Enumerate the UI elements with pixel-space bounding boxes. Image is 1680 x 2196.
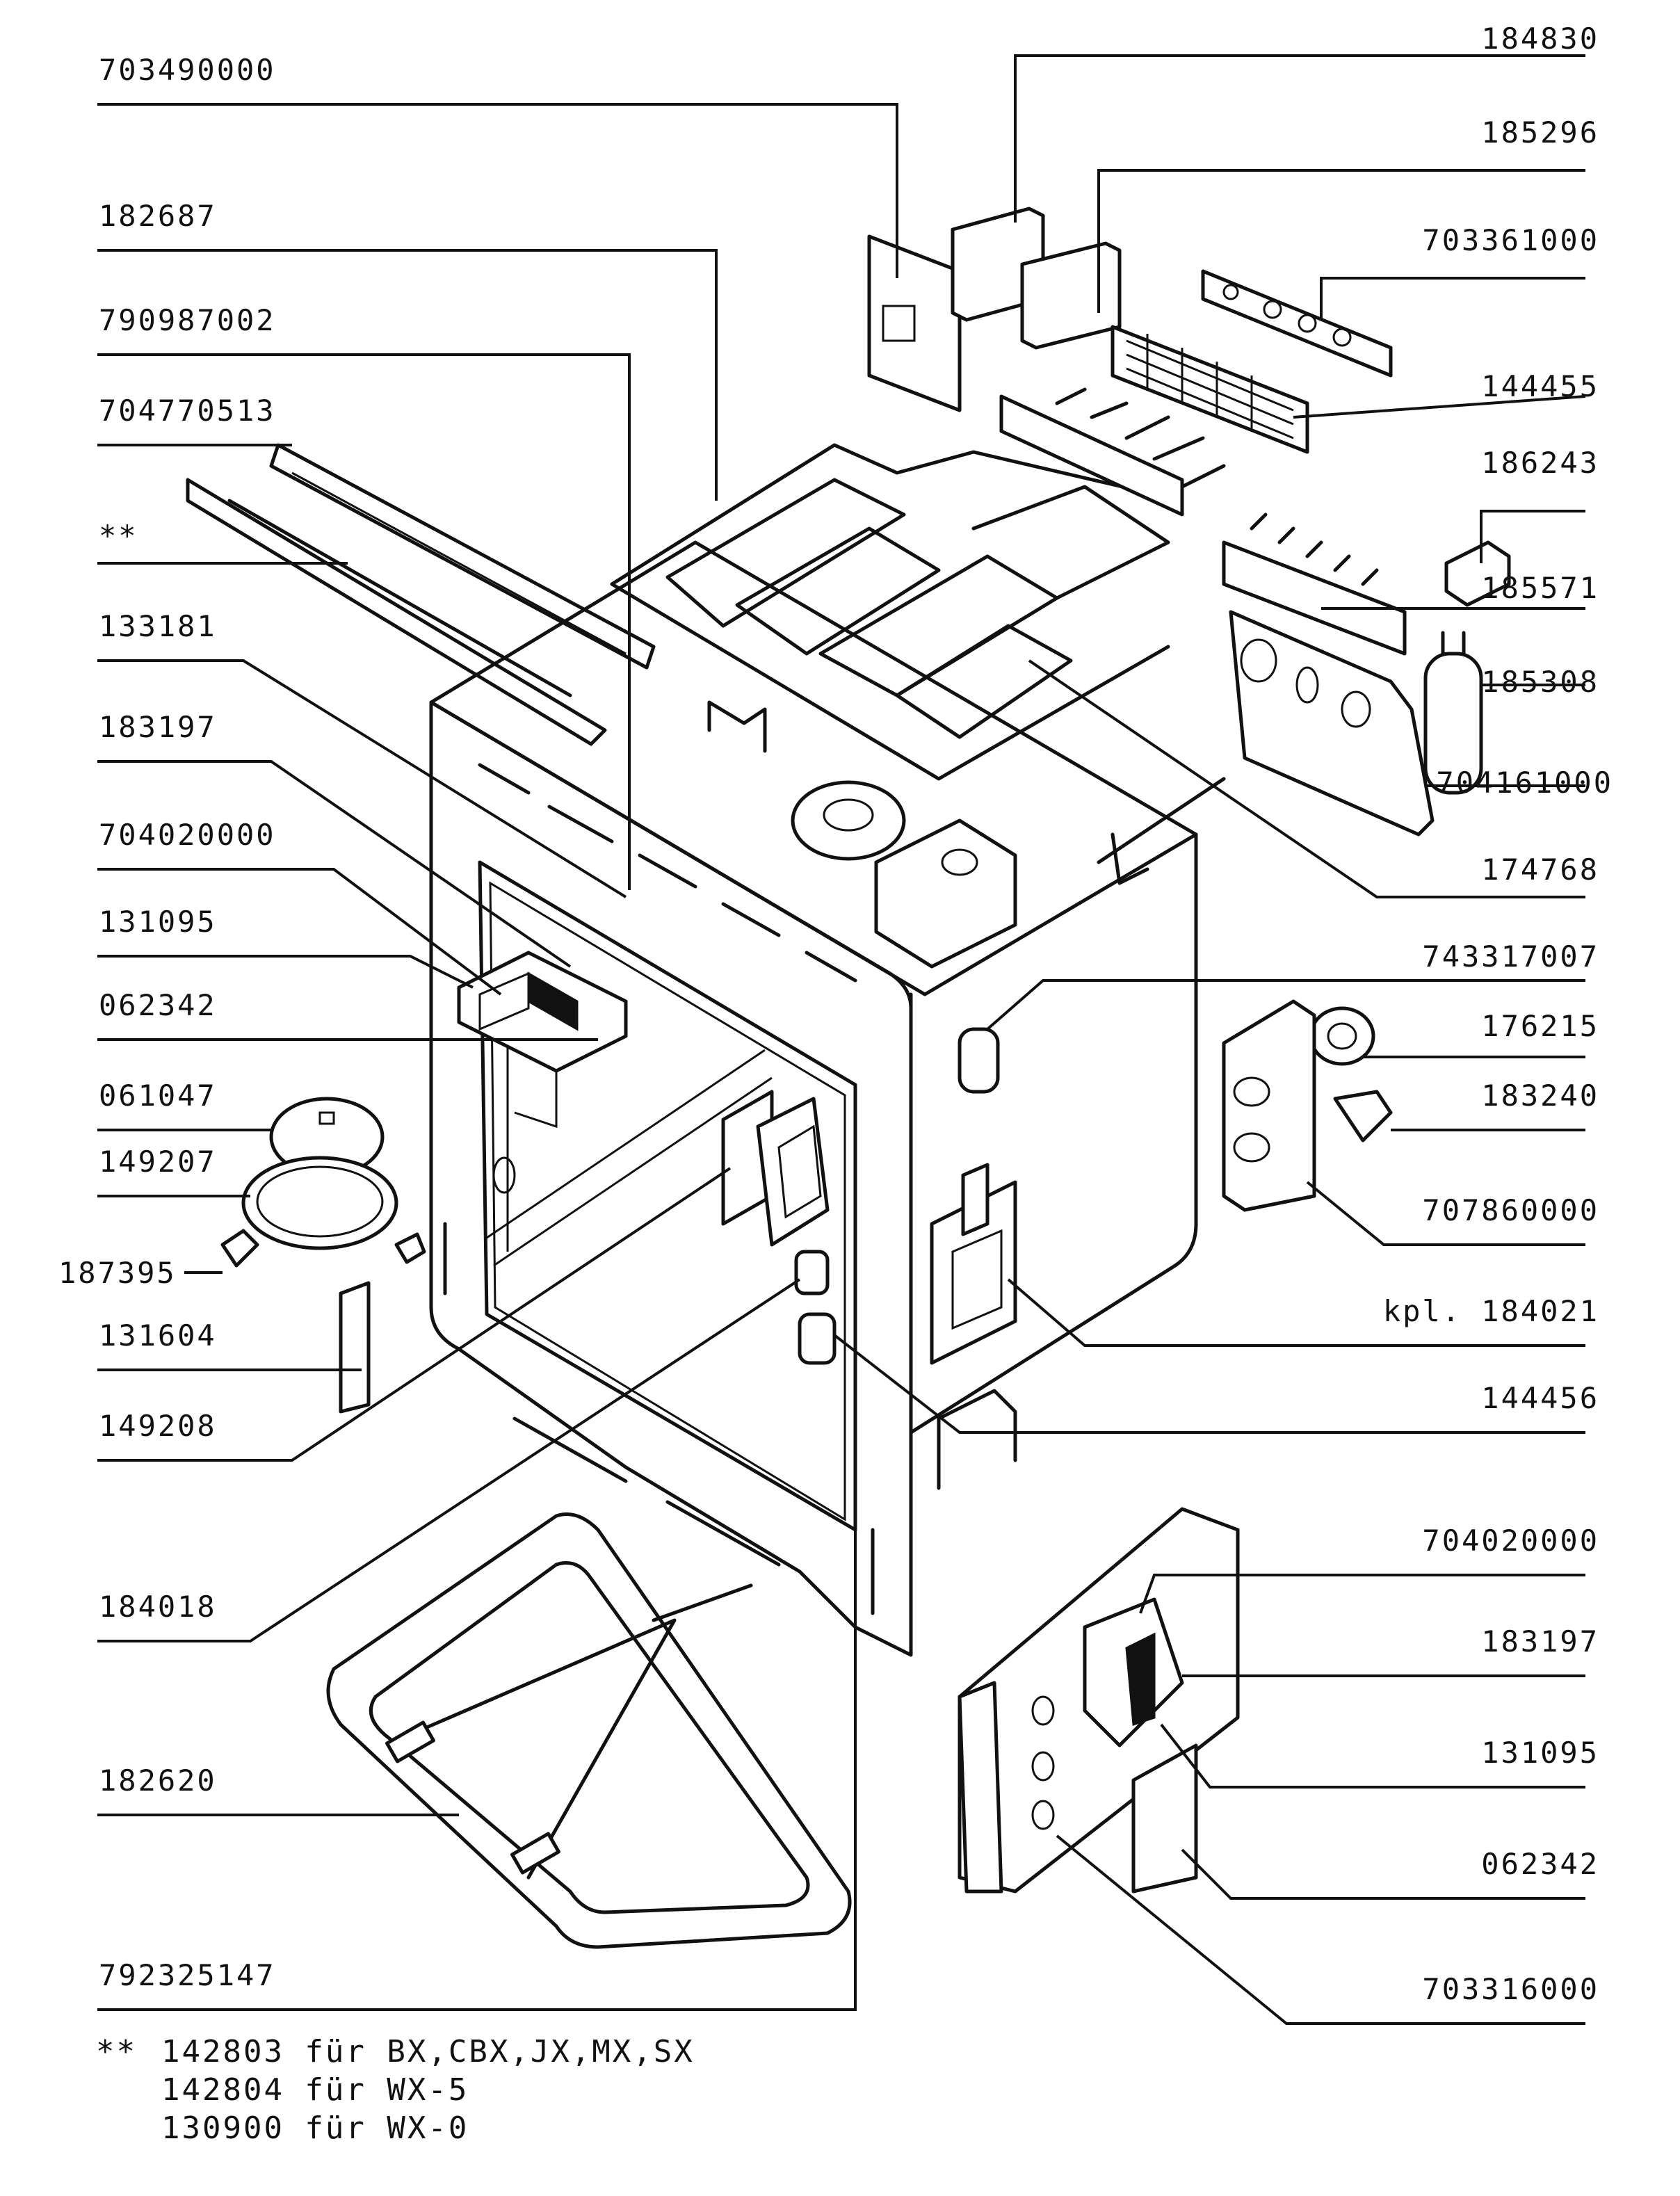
part-label: 185296 xyxy=(1481,115,1599,150)
part-label: 062342 xyxy=(99,988,217,1022)
part-label: 185571 xyxy=(1481,571,1599,605)
side-trim-rails xyxy=(186,443,656,746)
leader-lines xyxy=(97,54,1586,2025)
footnote-line: 142803 für BX,CBX,JX,MX,SX xyxy=(161,2034,695,2069)
part-label: 187395 xyxy=(58,1256,177,1290)
part-label: 131604 xyxy=(99,1318,217,1353)
part-label: 144455 xyxy=(1481,369,1599,403)
footnote-line: 130900 für WX-0 xyxy=(161,2110,469,2146)
part-label: kpl. 184021 xyxy=(1383,1294,1599,1328)
part-label: 149207 xyxy=(99,1145,217,1179)
part-label: 183197 xyxy=(1481,1624,1599,1658)
footnote-marker: ** xyxy=(96,2034,137,2069)
part-label: 176215 xyxy=(1481,1009,1599,1043)
part-label: 792325147 xyxy=(99,1958,276,1992)
part-label: 061047 xyxy=(99,1079,217,1113)
part-label: 062342 xyxy=(1481,1847,1599,1881)
top-right-components xyxy=(867,207,1511,1212)
left-components xyxy=(220,951,628,1414)
part-label: 707860000 xyxy=(1422,1193,1599,1227)
part-label: 704020000 xyxy=(99,818,276,852)
part-label: 133181 xyxy=(99,609,217,643)
part-label: 149208 xyxy=(99,1409,217,1443)
part-label: 186243 xyxy=(1481,446,1599,480)
top-heating-element xyxy=(610,387,1226,781)
right-part-labels: 184830 185296 703361000 144455 186243 18… xyxy=(1383,22,1613,2006)
part-label: 704770513 xyxy=(99,394,276,428)
part-label: 183240 xyxy=(1481,1079,1599,1113)
part-label: 131095 xyxy=(1481,1736,1599,1770)
part-label: 743317007 xyxy=(1422,939,1599,974)
part-label: 185308 xyxy=(1481,665,1599,699)
part-label: 184018 xyxy=(99,1590,217,1624)
part-label: 790987002 xyxy=(99,303,276,337)
oven-cavity xyxy=(429,540,1226,1657)
part-label: 183197 xyxy=(99,710,217,744)
part-label: 703316000 xyxy=(1422,1972,1599,2006)
footnote-line: 142804 für WX-5 xyxy=(161,2072,469,2108)
part-label: 182620 xyxy=(99,1763,217,1798)
part-label: 174768 xyxy=(1481,853,1599,887)
part-label: 704161000 xyxy=(1436,766,1613,800)
part-label: 182687 xyxy=(99,199,217,233)
part-label: 703361000 xyxy=(1422,223,1599,257)
part-label: 703490000 xyxy=(99,53,276,87)
part-label: 144456 xyxy=(1481,1381,1599,1415)
left-part-labels: 703490000 182687 790987002 704770513 ** … xyxy=(58,53,276,1992)
part-label: 131095 xyxy=(99,905,217,939)
part-label: ** xyxy=(99,519,138,553)
bottom-heating-element xyxy=(326,1512,852,1949)
part-label: 704020000 xyxy=(1422,1524,1599,1558)
footnote: ** 142803 für BX,CBX,JX,MX,SX 142804 für… xyxy=(96,2034,695,2146)
part-label: 184830 xyxy=(1481,22,1599,56)
rear-panel xyxy=(958,1507,1240,1894)
